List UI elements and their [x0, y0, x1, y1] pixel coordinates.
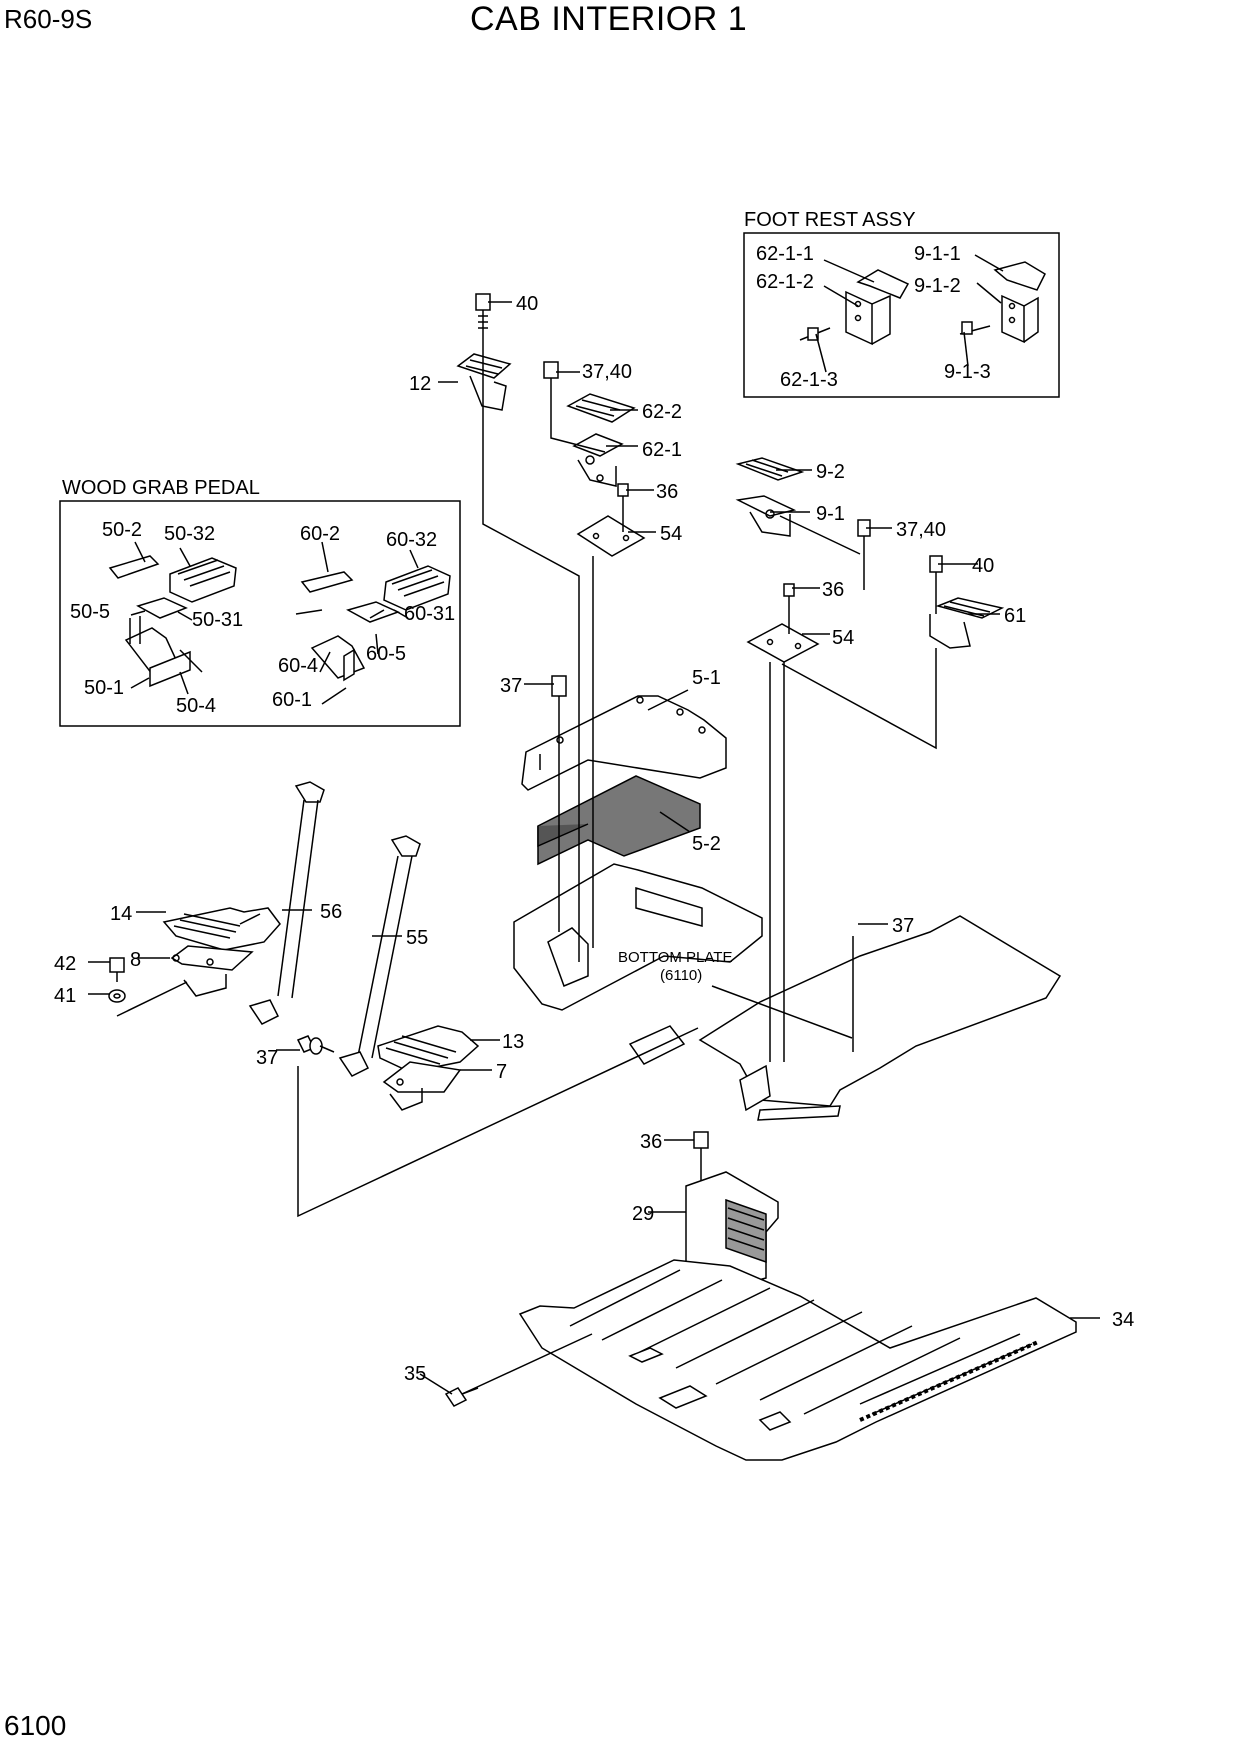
label-9-1-2: 9-1-2 — [914, 275, 961, 297]
pedal-pad-9-2 — [735, 457, 805, 481]
callout-leaders — [88, 301, 1100, 1395]
pedal-bracket-62-1 — [572, 433, 624, 487]
label-50-5: 50-5 — [70, 601, 110, 623]
bolt-36-a — [617, 483, 629, 512]
bolt-40-right — [929, 555, 943, 592]
bolt-37-40-a — [543, 361, 559, 396]
floor-mat-34 — [518, 1259, 1077, 1461]
foot-rest-bracket-right — [959, 261, 1046, 344]
pedal-pad-14 — [162, 907, 281, 951]
label-61: 61 — [1004, 605, 1026, 627]
rod-55 — [338, 835, 421, 1077]
label-60-1: 60-1 — [272, 689, 312, 711]
pedal-bracket-7 — [382, 1061, 462, 1111]
label-60-2: 60-2 — [300, 523, 340, 545]
plate-54-b — [746, 623, 820, 663]
label-35: 35 — [404, 1363, 426, 1385]
label-5-1: 5-1 — [692, 667, 721, 689]
bolt-40-top — [475, 293, 491, 334]
label-37: 37 — [500, 675, 522, 697]
bolt-37-mat — [551, 675, 567, 716]
label-8: 8 — [130, 949, 141, 971]
label-50-31: 50-31 — [192, 609, 243, 631]
label-9-1-3: 9-1-3 — [944, 361, 991, 383]
bolt-42 — [109, 957, 125, 982]
label-36-lower: 36 — [640, 1131, 662, 1153]
label-9-2: 9-2 — [816, 461, 845, 483]
bottom-plate-ref: (6110) — [660, 967, 702, 984]
label-54-b: 54 — [832, 627, 854, 649]
plate-54-a — [576, 515, 646, 557]
label-34: 34 — [1112, 1309, 1134, 1331]
pedal-pad-13 — [377, 1025, 480, 1073]
pedal-bracket-9-1 — [735, 495, 797, 537]
label-54: 54 — [660, 523, 682, 545]
label-36: 36 — [656, 481, 678, 503]
label-42: 42 — [54, 953, 76, 975]
label-40: 40 — [516, 293, 538, 315]
bolt-36-b — [783, 583, 795, 614]
foot-rest-assy-title: FOOT REST ASSY — [744, 209, 916, 231]
label-36-b: 36 — [822, 579, 844, 601]
label-50-32: 50-32 — [164, 523, 215, 545]
wood-grab-leaders — [130, 541, 419, 705]
washer-41 — [108, 989, 126, 1003]
label-9-1: 9-1 — [816, 503, 845, 525]
cover-29 — [685, 1171, 779, 1287]
label-40-b: 40 — [972, 555, 994, 577]
label-50-4: 50-4 — [176, 695, 216, 717]
assembly-lines — [116, 334, 937, 1395]
label-50-1: 50-1 — [84, 677, 124, 699]
callout-labels: 40 12 37,40 62-2 62-1 36 54 9-2 9-1 37,4… — [54, 243, 1134, 1385]
bolt-37-left — [296, 1035, 335, 1055]
wood-grab-pedal-title: WOOD GRAB PEDAL — [62, 477, 260, 499]
label-62-1-2: 62-1-2 — [756, 271, 814, 293]
pedal-61 — [929, 597, 1005, 649]
wood-grab-pedal-left — [108, 555, 237, 688]
label-37-40: 37,40 — [582, 361, 632, 383]
label-50-2: 50-2 — [102, 519, 142, 541]
label-60-32: 60-32 — [386, 529, 437, 551]
wood-grab-pedal-box — [59, 500, 461, 727]
label-62-1-1: 62-1-1 — [756, 243, 814, 265]
foot-rest-bracket-left — [799, 269, 910, 346]
label-29: 29 — [632, 1203, 654, 1225]
page-number: 6100 — [4, 1710, 67, 1741]
label-37-40-b: 37,40 — [896, 519, 946, 541]
label-37-c: 37 — [892, 915, 914, 937]
page-title: CAB INTERIOR 1 — [470, 0, 748, 38]
label-5-2: 5-2 — [692, 833, 721, 855]
label-62-2: 62-2 — [642, 401, 682, 423]
label-62-1: 62-1 — [642, 439, 682, 461]
label-7: 7 — [496, 1061, 507, 1083]
model-code: R60-9S — [4, 4, 93, 34]
floor-mat-5-1 — [521, 695, 727, 791]
bottom-plate-label: BOTTOM PLATE — [618, 949, 732, 966]
label-62-1-3: 62-1-3 — [780, 369, 838, 391]
label-9-1-1: 9-1-1 — [914, 243, 961, 265]
bottom-plate-outline — [513, 863, 1062, 1121]
label-12: 12 — [409, 373, 431, 395]
label-56: 56 — [320, 901, 342, 923]
label-41: 41 — [54, 985, 76, 1007]
bolt-37-40-b — [857, 519, 871, 556]
wood-grab-pedal-right — [295, 565, 451, 682]
label-14: 14 — [110, 903, 132, 925]
pedal-bracket-8 — [170, 945, 254, 997]
label-55: 55 — [406, 927, 428, 949]
label-60-31: 60-31 — [404, 603, 455, 625]
foot-rest-assy-box — [743, 232, 1060, 398]
pedal-pad-62-2 — [566, 393, 636, 423]
insulation-5-2 — [537, 775, 701, 866]
label-60-5: 60-5 — [366, 643, 406, 665]
bolt-35 — [444, 1387, 479, 1407]
pedal-12 — [456, 353, 512, 411]
label-13: 13 — [502, 1031, 524, 1053]
label-60-4: 60-4 — [278, 655, 318, 677]
foot-rest-leaders — [815, 254, 1004, 373]
rod-56 — [248, 781, 325, 1025]
label-37-left: 37 — [256, 1047, 278, 1069]
